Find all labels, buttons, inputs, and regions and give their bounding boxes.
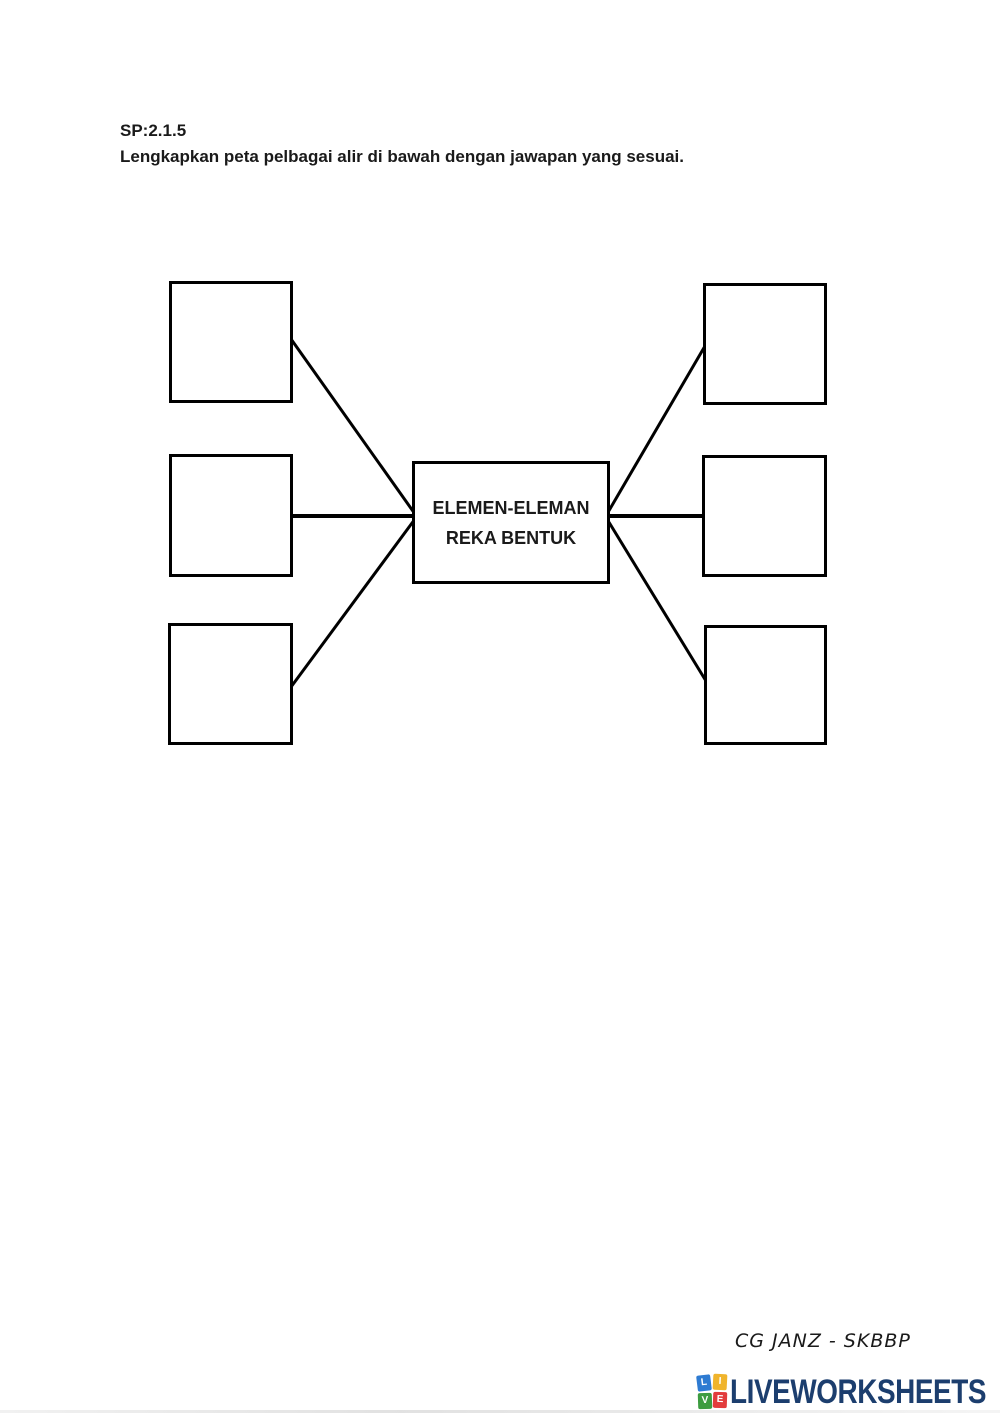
- logo-tile-i: I: [712, 1373, 728, 1391]
- instruction-text: Lengkapkan peta pelbagai alir di bawah d…: [120, 147, 684, 166]
- answer-box-right-bottom[interactable]: [704, 625, 827, 745]
- answer-box-left-middle[interactable]: [169, 454, 293, 577]
- connector-left-bottom: [289, 518, 417, 688]
- logo-tile-e: E: [712, 1391, 728, 1409]
- center-topic-line1: ELEMEN-ELEMAN: [432, 497, 590, 518]
- connector-left-top: [289, 338, 417, 515]
- scan-bottom-edge: [0, 1410, 1000, 1413]
- curriculum-code: SP:2.1.5: [120, 121, 187, 140]
- answer-box-right-middle[interactable]: [702, 455, 827, 577]
- logo-tile-l: L: [696, 1374, 712, 1392]
- logo-tile-v: V: [697, 1392, 713, 1410]
- connector-right-bottom: [605, 518, 708, 682]
- connector-right-top: [605, 345, 707, 515]
- liveworksheets-wordmark: LIVEWORKSHEETS: [730, 1373, 987, 1411]
- answer-box-right-top[interactable]: [703, 283, 827, 405]
- header: SP:2.1.5 Lengkapkan peta pelbagai alir d…: [120, 118, 840, 170]
- center-topic-line2: REKA BENTUK: [445, 527, 577, 548]
- answer-box-left-top[interactable]: [169, 281, 293, 403]
- teacher-signature: CG JANZ - SKBBP: [735, 1330, 911, 1352]
- liveworksheets-logo-icon: L I V E: [696, 1373, 728, 1410]
- liveworksheets-logo[interactable]: L I V E LIVEWORKSHEETS: [696, 1373, 1000, 1411]
- center-topic-box: ELEMEN-ELEMAN REKA BENTUK: [412, 461, 610, 584]
- answer-box-left-bottom[interactable]: [168, 623, 293, 745]
